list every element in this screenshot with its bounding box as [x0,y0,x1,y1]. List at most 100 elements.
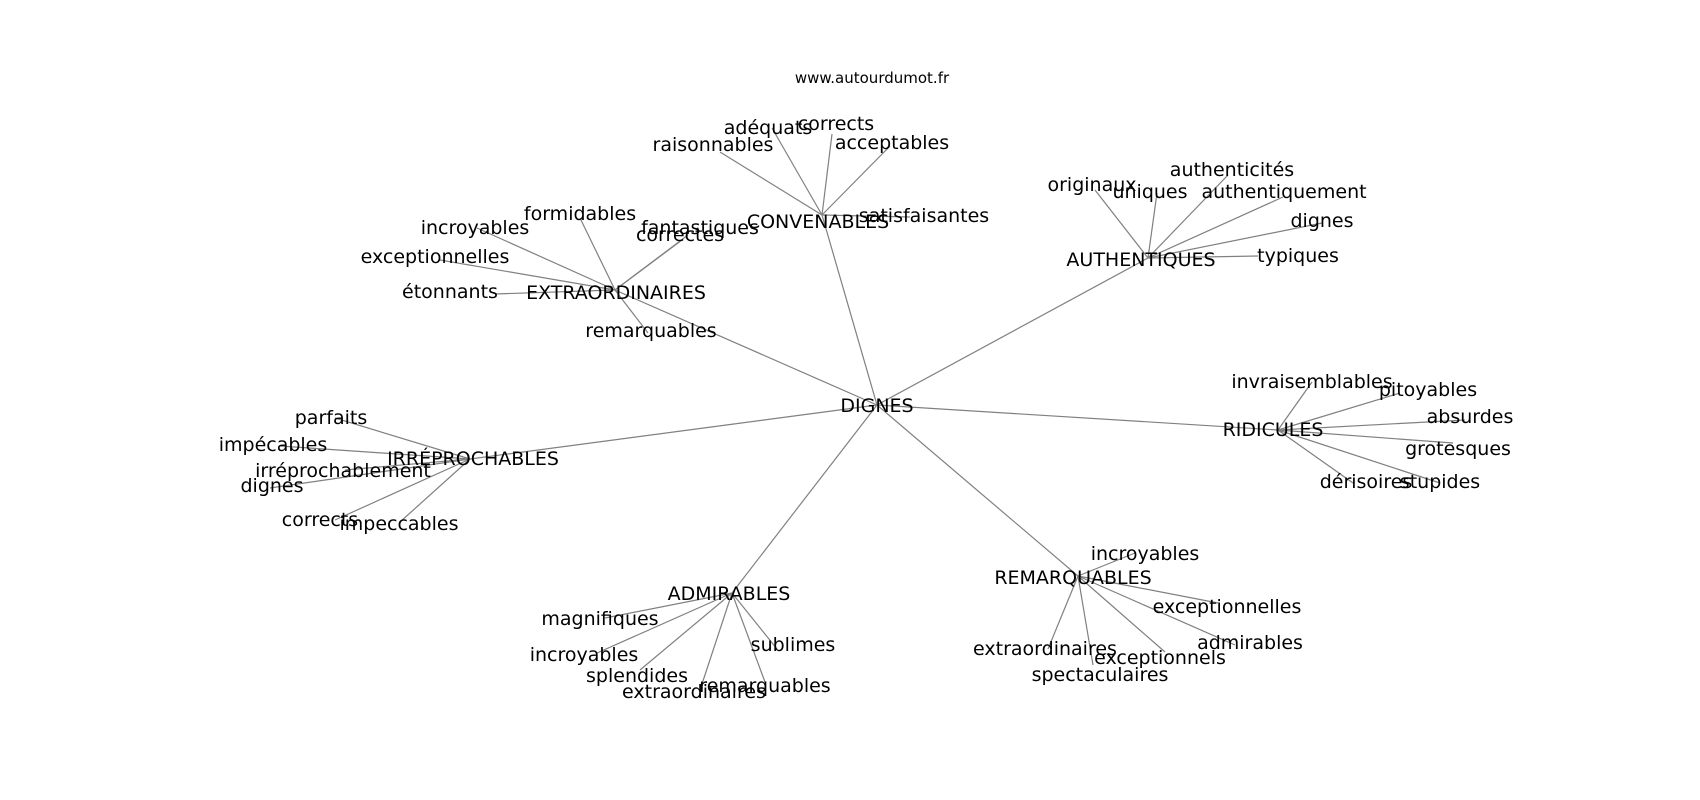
graph-edge [719,151,823,216]
leaf-node-label: exceptionnels [1094,647,1226,669]
graph-edge [876,404,1279,431]
graph-edge [469,404,878,460]
leaf-node-label: correctes [636,224,724,246]
leaf-node-label: pitoyables [1379,379,1477,401]
graph-edge [1277,381,1313,431]
leaf-node-label: impeccables [339,513,458,535]
hub-node-label: IRRÉPROCHABLES [387,447,559,470]
leaf-node-label: originaux [1047,174,1136,196]
graph-edge [1077,575,1236,646]
leaf-node-label: dignes [240,475,303,497]
graph-edge [604,592,733,619]
graph-edge [1147,174,1229,259]
graph-edge [1147,222,1323,259]
leaf-node-label: incroyables [421,217,530,239]
leaf-node-label: corrects [282,509,358,531]
leaf-node-label: remarquables [585,320,716,342]
graph-edge [579,217,616,291]
graph-edge [1277,392,1401,431]
source-url: www.autourdumot.fr [795,69,950,87]
hub-node-label: REMARQUABLES [994,567,1151,589]
graph-edge [821,214,911,218]
leaf-node-label: dignes [1290,210,1353,232]
hub-node-label: EXTRAORDINAIRES [526,282,706,304]
leaf-node-label: authentiquement [1201,181,1366,203]
leaf-node-label: satisfaisantes [859,205,989,227]
hub-node-label: AUTHENTIQUES [1066,249,1215,271]
leaf-node-label: remarquables [699,675,830,697]
graph-edge [1147,255,1259,259]
graph-edge [1077,575,1094,666]
graph-edge [1147,196,1284,259]
leaf-node-label: parfaits [295,407,367,429]
leaf-node-label: invraisemblables [1231,371,1392,393]
leaf-node-label: spectaculaires [1032,664,1169,686]
leaf-node-label: typiques [1257,245,1339,267]
graph-edge [1277,419,1466,431]
graph-edge [476,227,616,291]
leaf-node-label: admirables [1197,632,1303,654]
hub-node-label: RIDICULES [1223,419,1324,441]
graph-edge [596,592,733,654]
leaf-node-label: raisonnables [653,134,774,156]
leaf-node-label: formidables [524,203,636,225]
leaf-node-label: irréprochablement [255,460,431,482]
graph-edge [614,289,878,406]
graph-edge [1094,189,1149,259]
leaf-node-label: exceptionnelles [1153,596,1302,618]
graph-edge [1077,575,1166,653]
leaf-node-label: impécables [219,434,328,456]
leaf-node-label: fantastiques [641,217,759,239]
graph-edge [731,592,778,650]
graph-edge [821,145,891,216]
graph-edge [439,259,616,291]
graph-edge [731,592,766,683]
graph-edge [334,458,471,521]
leaf-node-label: sublimes [751,634,836,656]
leaf-node-label: incroyables [530,644,639,666]
graph-edge [876,257,1149,406]
graph-edge [334,417,471,460]
leaf-node-label: adéquats [724,117,813,139]
graph-edge [731,404,878,594]
graph-edge [1277,429,1354,484]
leaf-node-label: dérisoires [1320,471,1413,493]
graph-edge [699,592,733,691]
graph-edge [399,458,471,523]
graph-edge [1277,429,1454,444]
leaf-node-label: absurdes [1427,406,1514,428]
graph-edge [1147,192,1158,259]
graph-edge [821,133,833,216]
leaf-node-label: uniques [1112,181,1187,203]
graph-edge [614,289,649,334]
graph-edge [1277,429,1441,484]
leaf-node-label: extraordinaires [973,638,1117,660]
graph-edge [876,404,1079,577]
graph-edge [1077,575,1219,604]
leaf-node-label: authenticités [1170,159,1294,181]
graph-edge [279,445,471,460]
graph-edge [771,127,823,216]
graph-edge [344,458,471,471]
graph-edge [1077,552,1136,577]
leaf-node-label: magnifiques [541,608,658,630]
leaf-node-label: incroyables [1091,543,1200,565]
graph-edge [269,458,471,489]
leaf-node-label: grotesques [1405,438,1511,460]
graph-edges [269,127,1466,691]
graph-edge [494,289,616,295]
leaf-node-label: étonnants [402,281,498,303]
leaf-node-label: splendides [586,665,688,687]
graph-edge [1047,575,1079,650]
leaf-node-label: stupides [1400,471,1480,493]
leaf-node-label: exceptionnelles [361,246,510,268]
graph-edge [639,592,733,671]
leaf-node-label: corrects [798,113,874,135]
center-node-label: DIGNES [840,395,913,417]
graph-edge [821,214,878,406]
hub-node-label: CONVENABLES [747,211,889,233]
hub-node-label: ADMIRABLES [668,583,791,605]
leaf-node-label: acceptables [835,132,949,154]
graph-edge [614,239,683,291]
